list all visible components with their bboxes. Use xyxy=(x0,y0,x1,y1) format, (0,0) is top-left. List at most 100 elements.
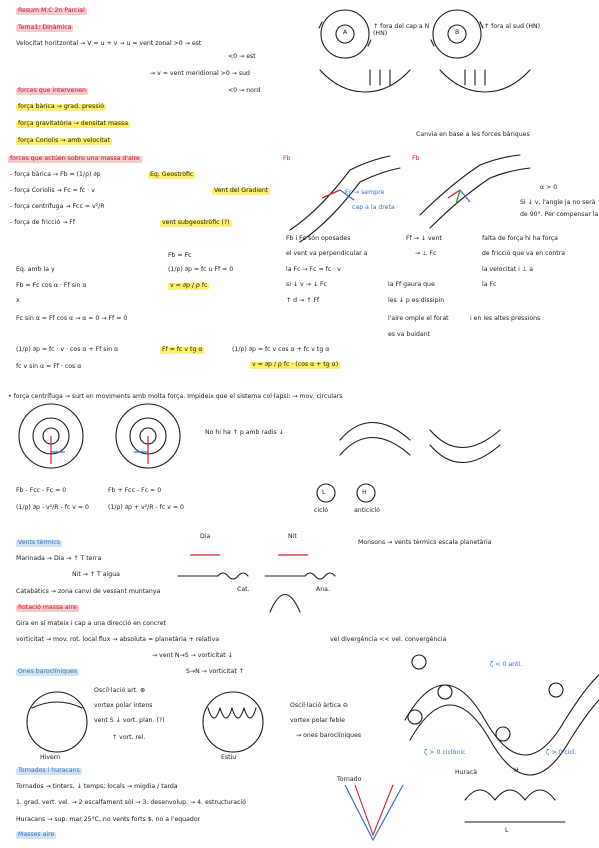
hivern-label: Hivern xyxy=(40,754,61,761)
right-note-1: Si ↓ v, l'angle ja no serà xyxy=(520,199,596,206)
right-note-5: la velocitat i ⊥ a xyxy=(482,266,534,273)
ones-6: vortex polar feble xyxy=(290,717,345,724)
dia-label: Dia xyxy=(200,533,211,540)
zeta-cicl: ζ > 0 cicl. xyxy=(546,749,577,756)
fb-label: Fb xyxy=(283,155,291,162)
hs-circle-icon xyxy=(430,9,484,59)
anticyclone-circle-icon xyxy=(115,403,181,469)
force-list-4: - força de fricció → Ff xyxy=(10,219,76,226)
right-note-6: la Fc xyxy=(482,281,497,288)
right-note-2: de 90°. Per compensar la xyxy=(520,211,599,218)
fbfc-12: i en les altes pressions xyxy=(470,315,541,322)
tornado-label: Tornado xyxy=(337,776,362,783)
tornados-2: 1. grad. vert. vel. → 2 escalfament sòl … xyxy=(16,799,246,806)
fbfc-6: Ff → ↓ vent xyxy=(406,235,442,242)
cent-eq3: Fb + Fcc - Fc = 0 xyxy=(108,487,162,494)
velocitat-line1: Velocitat horitzontal → V = u + v → u = … xyxy=(16,40,202,47)
zeta-ciclonic: ζ > 0 ciclònic xyxy=(424,749,466,756)
forca-coriolis: força Coriolis → amb velocitat xyxy=(16,137,112,145)
cent-eq4: (1/ρ) ∂p + v²/R - fc v = 0 xyxy=(108,504,184,511)
right-note-3: falta de força hi ha força xyxy=(482,235,558,242)
eq-11: (1/ρ) ∂p = fc v cos α + fc v tg α xyxy=(232,346,330,353)
subgeo-label: vent subgeostròfic (?) xyxy=(160,219,232,227)
fb-label-2: Fb xyxy=(412,155,420,162)
ones-5: Oscil·lació àrtica ⊖ xyxy=(290,702,349,709)
right-note-4: de fricció que va en contra xyxy=(482,250,566,257)
eq-12: v = ∂p / ρ fc · (cos α + tg α) xyxy=(250,361,341,369)
vort-ns: → vent N→S → vorticitat ↓ xyxy=(152,652,233,659)
fbfc-8: la Ff gaura que xyxy=(388,281,435,288)
fbfc-11: es va buidant xyxy=(388,331,431,338)
fc-sempre: Fc → sempre xyxy=(345,189,385,196)
eq-2: Fb = Fc cos α · Ff sin α xyxy=(16,282,87,289)
a-arrows xyxy=(319,69,411,93)
hn-label: ↑ fora del cap a N (HN) xyxy=(373,23,430,37)
tornado-icon xyxy=(344,784,404,842)
forca-barica: força bàrica → grad. pressió xyxy=(16,103,107,111)
fbfc-2: el vent va perpendicular a xyxy=(286,250,368,257)
divergencia-line: vel divergència << vel. convergència xyxy=(330,636,447,643)
no-p-text: No hi ha ↑ p amb radis ↓ xyxy=(205,429,284,436)
huraca-label: Huracà xyxy=(455,769,478,776)
canvia-label: Canvia en base a les forces bàriques xyxy=(416,131,530,138)
eq-7: v = ∂p / ρ fc xyxy=(168,282,210,290)
velocitat-line2: <0 → est xyxy=(228,53,256,60)
eq-10: Ff = fc v tg α xyxy=(160,346,205,354)
section-forces: forces que intervenen xyxy=(16,87,88,95)
ones-4: ↑ vort. rel. xyxy=(112,734,146,741)
vort-sn: S→N → vorticitat ↑ xyxy=(186,668,244,675)
hurricane-icon xyxy=(464,789,556,801)
cicl-label: cicló xyxy=(314,507,329,514)
tornados-3: Huracans → sup. mar 25°C, no vents forts… xyxy=(16,816,201,823)
anticicl-h: H xyxy=(362,489,367,496)
cent-eq2: (1/ρ) ∂p - v²/R - fc v = 0 xyxy=(16,504,89,511)
ones-2: vortex polar intens xyxy=(94,702,153,709)
section-forces-massa: forces que actúen sobre una massa d'aire xyxy=(8,155,142,163)
huraca-l: L xyxy=(505,827,509,834)
fbfc-1: Fb i Fc són oposades xyxy=(286,235,351,242)
baroclinic-wave xyxy=(404,674,599,756)
summer-globe-icon xyxy=(202,691,264,753)
eq-8: (1/ρ) ∂p = fc · v · cos α + Ff sin α xyxy=(16,346,119,353)
cat-label: Cat. xyxy=(237,586,250,593)
gira-line: Gira en sí mateix i cap a una direcció e… xyxy=(16,620,166,627)
eq-6: (1/ρ) ∂p = fc u Ff = 0 xyxy=(168,266,234,273)
hs-label: ↑ fora al sud (HN) xyxy=(484,23,541,30)
estiu-label: Estiu xyxy=(221,754,237,761)
eq-1: Eq. amb la γ xyxy=(16,266,55,273)
fbfc-4: si ↓ v → ↓ Fc xyxy=(286,281,327,288)
velocitat-line4: <0 → nord xyxy=(228,87,261,94)
alpha-label: α > 0 xyxy=(540,184,558,191)
page-title: Resum M.C 2n Parcial xyxy=(16,7,87,15)
ones-1: Oscil·lació art. ⊕ xyxy=(94,687,146,694)
fbfc-10: l'aire omple el forat xyxy=(388,315,449,322)
tornados-1: Tornados → tinters, ↓ temps; locals → mi… xyxy=(16,783,178,790)
centrifuga-text: • força centrífuga → surt en moviments a… xyxy=(8,393,343,400)
force-list-1: - força bàrica → Fb = (1/ρ) ∂p xyxy=(10,171,101,178)
gradient-label: Vent del Gradient xyxy=(212,187,271,195)
force-list-3: - força centrífuga → Fcc = v²/R xyxy=(10,203,105,210)
fbfc-3: la Fc → Fc = fc · v xyxy=(286,266,341,273)
section-tornados: Tornados i huracans xyxy=(16,767,82,775)
eq-9: fc v sin α = Ff · cos α xyxy=(16,363,82,370)
label-a: A xyxy=(343,29,348,36)
cicl-l: L xyxy=(322,489,326,496)
fbfc-5: ↑ d → ↑ Ff xyxy=(286,297,320,304)
monsons-line: Monsons → vents tèrmics escala planetàri… xyxy=(358,539,492,546)
force-list-2: - força Coriolis → Fc = fc · v xyxy=(10,187,95,194)
label-b: B xyxy=(455,29,460,36)
cap-dreta: cap a la dreta xyxy=(352,204,395,211)
nit-line: Nit → ↑ T aigua xyxy=(72,571,120,578)
marinada-line: Marinada → Dia → ↑ T terra xyxy=(16,555,102,562)
nit-label: Nit xyxy=(288,533,297,540)
section-rotacio: Rotació massa aire xyxy=(16,604,79,612)
vorticitat-line: vorticitat → mov. rot. local flux → abso… xyxy=(16,636,220,643)
anticicl-label: anticicló xyxy=(354,507,380,514)
catabatics-line: Catabàtics → zona canvi de vessant munta… xyxy=(16,588,161,595)
section-ones: Ones baroclíniques xyxy=(16,668,80,676)
forca-gravitatoria: força gravitatòria → densitat massa xyxy=(16,120,131,128)
ones-7: → ones baroclíniques xyxy=(296,732,362,739)
cyclone-circle-icon xyxy=(18,403,84,469)
eq-3: x xyxy=(16,297,20,304)
